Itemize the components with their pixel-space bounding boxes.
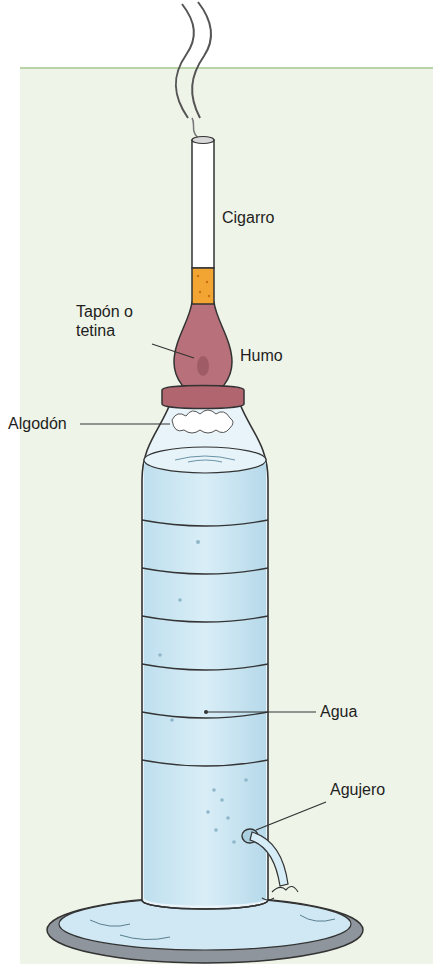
water-surface <box>144 447 266 473</box>
teat-collar <box>162 386 244 409</box>
splash <box>262 886 298 900</box>
part-label: Tapón o tetina <box>76 302 150 340</box>
leader-line <box>256 802 326 830</box>
teat-shade <box>197 356 209 376</box>
cigarette-filter <box>192 268 214 304</box>
filter-dots <box>197 275 210 297</box>
part-label: Agujero <box>330 780 425 799</box>
leader-dot <box>204 710 208 714</box>
leader-line <box>152 344 194 358</box>
smoke-curl <box>192 2 211 118</box>
part-label: Humo <box>240 346 340 365</box>
smoke-wisp <box>192 118 198 138</box>
cigarette-paper <box>192 140 214 268</box>
teat <box>174 302 232 388</box>
leader-line <box>206 711 316 712</box>
bottle-ridges <box>142 520 268 766</box>
bottle <box>142 404 268 909</box>
background-panel <box>20 68 433 964</box>
bottle-water <box>144 452 266 906</box>
part-label: Agua <box>320 702 410 721</box>
smoke-curl <box>176 4 194 118</box>
bottle-base <box>142 900 268 909</box>
dish-ripples <box>90 915 335 940</box>
bubbles <box>158 540 248 844</box>
cotton <box>172 410 233 433</box>
leader-line <box>80 423 170 424</box>
surface-ripples <box>175 456 235 462</box>
cigarette-ash <box>192 137 214 144</box>
part-label: Cigarro <box>222 208 342 227</box>
water-jet <box>250 832 288 886</box>
panel-top-line <box>20 67 433 69</box>
part-label: Algodón <box>8 414 98 433</box>
